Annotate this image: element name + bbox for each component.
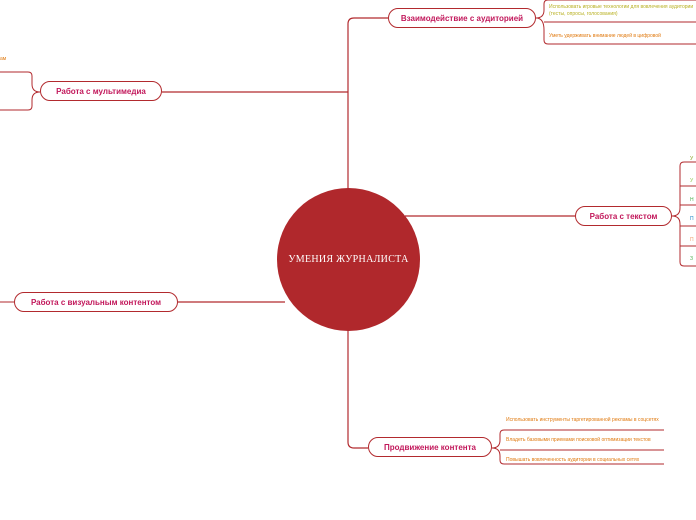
leaf-connector [491,429,664,449]
branch-multimedia-label: Работа с мультимедиа [56,86,146,96]
leaf-text-3[interactable]: Н [690,197,694,203]
branch-text-label: Работа с текстом [589,211,658,221]
leaf-text-2[interactable]: У [690,178,694,184]
leaf-connector [0,71,41,93]
connector-promotion [347,330,368,449]
leaf-audience-2[interactable]: Уметь удерживать внимание людей в цифров… [549,33,661,39]
leaf-connector [671,161,696,217]
branch-promotion-label: Продвижение контента [384,442,476,452]
central-topic[interactable]: УМЕНИЯ ЖУРНАЛИСТА [277,188,420,331]
leaf-promotion-3[interactable]: Повышать вовлеченность аудитории в социа… [506,457,640,463]
branch-text[interactable]: Работа с текстом [575,206,672,226]
leaf-audience-1[interactable]: Использовать игровые технологии для вовл… [549,4,694,17]
leaf-text-5[interactable]: П [690,237,694,243]
leaf-connector [491,447,664,465]
leaf-connector [535,0,696,19]
leaf-text-4[interactable]: П [690,216,694,222]
connector-audience [347,17,388,190]
leaf-connector [671,215,696,267]
leaf-promotion-2[interactable]: Владеть базовыми приемами поисковой опти… [506,437,651,443]
branch-promotion[interactable]: Продвижение контента [368,437,492,457]
branch-audience-label: Взаимодействие с аудиторией [400,13,524,23]
leaf-promotion-1[interactable]: Использовать инструменты таргетированной… [506,417,659,423]
branch-audience[interactable]: Взаимодействие с аудиторией [388,8,536,28]
leaf-text-6[interactable]: З [690,256,694,262]
leaf-connector [535,17,696,45]
leaf-text-1[interactable]: У [690,156,694,162]
leaf-connector [0,91,41,111]
central-topic-label: УМЕНИЯ ЖУРНАЛИСТА [288,254,409,265]
branch-visual[interactable]: Работа с визуальным контентом [14,292,178,312]
leaf-multimedia-1[interactable]: ам [0,56,7,62]
branch-visual-label: Работа с визуальным контентом [30,297,162,307]
branch-multimedia[interactable]: Работа с мультимедиа [40,81,162,101]
